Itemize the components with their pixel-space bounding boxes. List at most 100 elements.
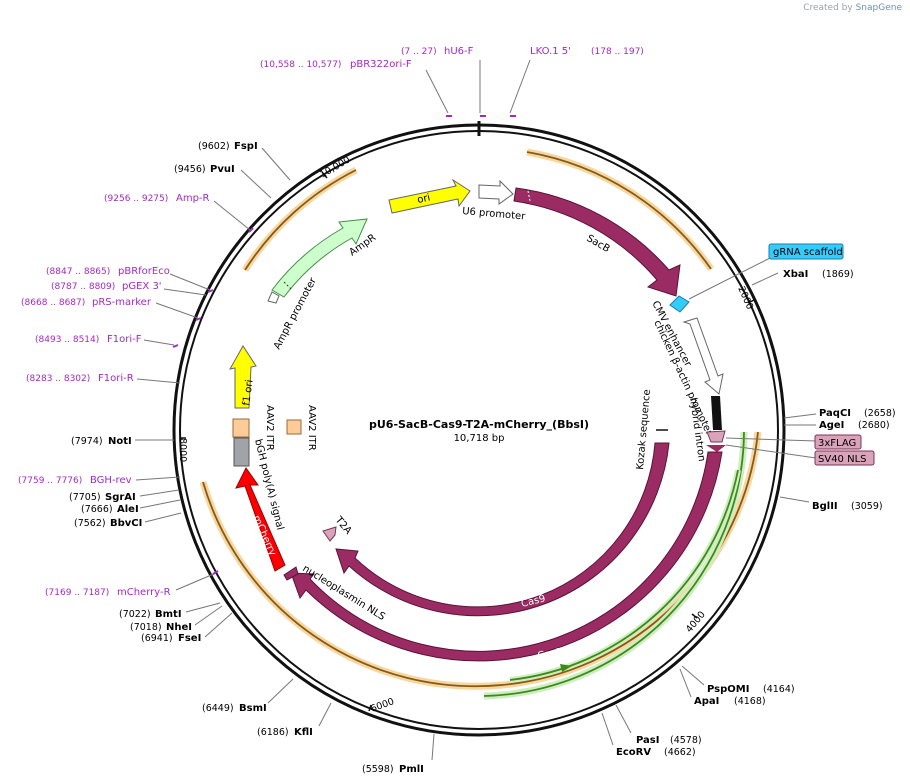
primer-amp-r: (9256 .. 9275) Amp-R (104, 193, 254, 233)
feature-ampr-arrow (271, 218, 368, 298)
svg-text:pRS-marker: pRS-marker (92, 297, 152, 308)
svg-text:BGH-rev: BGH-rev (90, 475, 132, 486)
feature-cas9-outer-label: Cas9 (537, 647, 563, 662)
primer-prs-marker: (8668 .. 8687) pRS-marker (21, 297, 202, 321)
enzyme-noti: (7974) NotI (71, 436, 174, 447)
svg-text:(7169 .. 7187): (7169 .. 7187) (45, 588, 109, 598)
tick-label-4000: 4000 (684, 609, 708, 635)
svg-text:(8787 .. 8809): (8787 .. 8809) (51, 282, 115, 292)
svg-text:(7759 .. 7776): (7759 .. 7776) (18, 476, 82, 486)
svg-text:(10,558 .. 10,577): (10,558 .. 10,577) (260, 60, 341, 70)
feature-aav2-itr-left-label: AAV2 ITR (264, 405, 275, 451)
feature-kozak-label: Kozak sequence (635, 389, 653, 470)
svg-text:LKO.1 5': LKO.1 5' (530, 46, 571, 57)
feature-bgh-polya-box (233, 437, 250, 467)
svg-text:Amp-R: Amp-R (176, 193, 210, 204)
primer-pgex3: (8787 .. 8809) pGEX 3' (51, 281, 207, 296)
svg-text:hU6-F: hU6-F (444, 46, 474, 57)
svg-text:(5598): (5598) (362, 764, 394, 775)
feature-t2a-arrow (322, 526, 337, 542)
primer-pbr322ori-f: (10,558 .. 10,577) pBR322ori-F (260, 59, 452, 117)
svg-text:BmtI: BmtI (155, 609, 182, 620)
svg-text:PspOMI: PspOMI (707, 684, 749, 695)
svg-text:(1869): (1869) (822, 269, 854, 280)
svg-text:mCherry-R: mCherry-R (117, 587, 171, 598)
svg-text:FseI: FseI (178, 633, 201, 644)
svg-text:(8847 .. 8865): (8847 .. 8865) (46, 267, 110, 277)
enzyme-alei: (7666) AleI (81, 499, 181, 515)
primer-hu6-f: (7 .. 27) hU6-F (401, 46, 486, 117)
svg-text:PvuI: PvuI (210, 164, 235, 175)
svg-text:NotI: NotI (108, 436, 132, 447)
green-arrow-head (560, 664, 572, 672)
svg-text:SgrAI: SgrAI (105, 492, 136, 503)
feature-u6-promoter-label: U6 promoter (462, 206, 527, 223)
enzyme-sgrai: (7705) SgrAI (69, 489, 180, 503)
feature-ori-label: ori (416, 192, 431, 205)
svg-text:(8668 .. 8687): (8668 .. 8687) (21, 298, 85, 308)
enzyme-xbai: XbaI (1869) (751, 269, 854, 286)
svg-text:XbaI: XbaI (783, 269, 808, 280)
svg-text:(6449): (6449) (202, 703, 234, 714)
svg-text:PaqCI: PaqCI (819, 408, 851, 419)
svg-text:(6941): (6941) (141, 633, 173, 644)
credit-text: Created by SnapGene (803, 3, 902, 13)
svg-text:pBR322ori-F: pBR322ori-F (350, 59, 412, 70)
feature-3xflag-box (814, 434, 862, 450)
enzyme-bglii: BglII (3059) (779, 496, 883, 512)
svg-text:F1ori-R: F1ori-R (98, 373, 134, 384)
feature-cba-promoter-label: chicken β-actin promoter (651, 319, 714, 438)
svg-text:(2658): (2658) (864, 408, 896, 419)
enzyme-kfli: (6186) KflI (257, 702, 332, 738)
enzyme-fsei: (6941) FseI (141, 612, 233, 644)
orf-arc-top-left (242, 166, 358, 272)
enzyme-nhei: (7018) NheI (130, 605, 223, 633)
enzyme-pasi: PasI (4578) (615, 704, 702, 746)
feature-aav2-itr-right-label: AAV2 ITR (306, 405, 317, 451)
svg-text:(8283 .. 8302): (8283 .. 8302) (26, 374, 90, 384)
feature-grna-scaffold-arrow (669, 295, 690, 313)
primer-f1ori-f: (8493 .. 8514) F1ori-F (35, 334, 179, 348)
plasmid-size: 10,718 bp (454, 433, 505, 444)
svg-text:(4164): (4164) (763, 684, 795, 695)
feature-sv40-nls-label: SV40 NLS (818, 454, 867, 465)
primer-mcherry-r: (7169 .. 7187) mCherry-R (45, 570, 219, 598)
svg-text:(7705): (7705) (69, 492, 101, 503)
svg-text:(7022): (7022) (119, 609, 151, 620)
feature-nucleoplasmin-nls-arrow (283, 566, 299, 581)
feature-aav2-itr-left-box (232, 418, 250, 438)
primer-lko15: LKO.1 5' (178 .. 197) (509, 46, 644, 117)
svg-text:BbvCI: BbvCI (110, 518, 142, 529)
svg-text:(178 .. 197): (178 .. 197) (591, 47, 644, 57)
feature-f1ori-label: f1 ori (241, 379, 256, 406)
svg-text:BglII: BglII (812, 501, 838, 512)
tick-label-2000: 2000 (735, 285, 755, 312)
svg-text:(3059): (3059) (851, 501, 883, 512)
feature-mcherry-arrow (235, 467, 286, 572)
primer-f1ori-r: (8283 .. 8302) F1ori-R (26, 373, 181, 384)
svg-text:(9456): (9456) (174, 164, 206, 175)
svg-text:F1ori-F: F1ori-F (107, 334, 142, 345)
feature-grna-scaffold-label: gRNA scaffold (773, 247, 843, 258)
enzyme-bbvci: (7562) BbvCI (74, 512, 182, 529)
svg-text:(6186): (6186) (257, 727, 289, 738)
feature-cas9-inner-arrow (335, 442, 670, 617)
svg-text:pBRforEco: pBRforEco (118, 266, 170, 277)
feature-ori-arrow (388, 178, 471, 214)
svg-text:(9256 .. 9275): (9256 .. 9275) (104, 194, 168, 204)
svg-text:NheI: NheI (166, 622, 192, 633)
feature-u6-promoter-arrow (478, 179, 514, 205)
svg-text:(7974): (7974) (71, 436, 103, 447)
enzyme-ecorv: EcoRV (4662) (601, 712, 696, 758)
svg-text:(7666): (7666) (81, 504, 113, 515)
svg-text:(8493 .. 8514): (8493 .. 8514) (35, 335, 99, 345)
svg-text:PasI: PasI (636, 735, 659, 746)
svg-text:EcoRV: EcoRV (616, 747, 651, 758)
enzyme-apai: ApaI (4168) (679, 668, 766, 707)
enzyme-bmti: (7022) BmtI (119, 602, 221, 620)
svg-text:AleI: AleI (117, 504, 139, 515)
enzyme-fspi: (9602) FspI (198, 141, 291, 181)
feature-sacb-arrow (513, 187, 681, 297)
primer-pbrforeco: (8847 .. 8865) pBRforEco (46, 266, 214, 293)
feature-grna-scaffold-box (768, 243, 844, 260)
